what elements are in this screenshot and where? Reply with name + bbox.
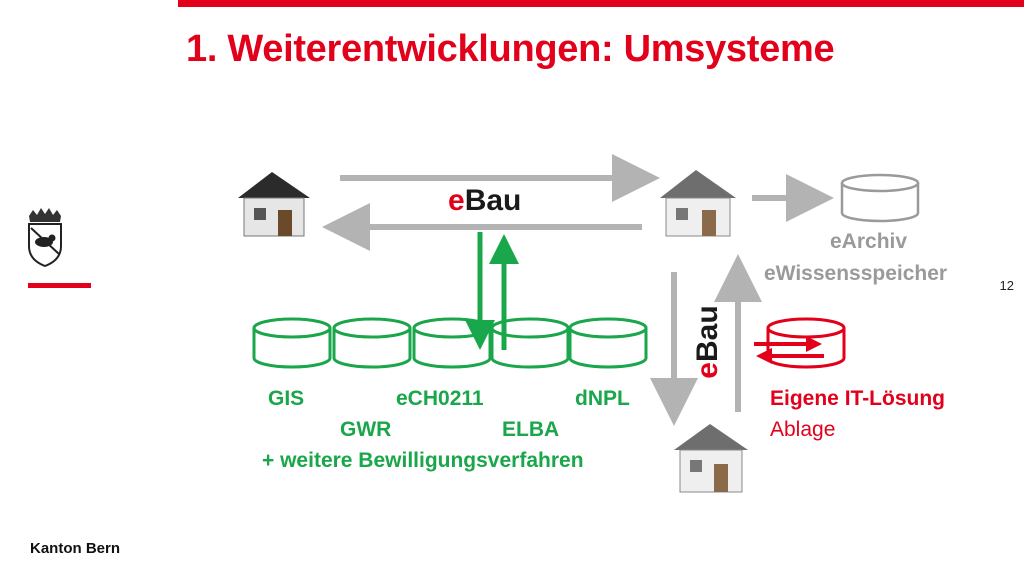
database-icon-row	[252, 317, 648, 369]
own-solution-title: Eigene IT-Lösung	[770, 387, 946, 410]
system-label-more: + weitere Bewilligungsverfahren	[262, 449, 584, 472]
ebau-logo-prefix: e	[448, 184, 465, 217]
top-accent-bar	[178, 0, 1024, 7]
slide-title: 1. Weiterentwicklungen: Umsysteme	[186, 28, 835, 70]
ebau-logo-rest: Bau	[464, 184, 522, 217]
database-icon-archive	[840, 173, 920, 223]
bern-coat-of-arms-icon	[28, 208, 62, 268]
knowledge-store-label: eWissensspeicher	[764, 262, 948, 285]
system-label-elba: ELBA	[502, 418, 560, 441]
ebau-logo-top: eBau	[448, 184, 521, 218]
page-number: 12	[999, 278, 1014, 293]
ebau-logo-side-rest: Bau	[691, 305, 724, 362]
accent-line	[28, 283, 91, 288]
house-icon-right	[660, 170, 736, 237]
house-icon-left	[238, 172, 310, 237]
ebau-logo-side-prefix: e	[691, 362, 724, 379]
own-solution-subtitle: Ablage	[770, 418, 836, 441]
system-label-ech0211: eCH0211	[396, 387, 484, 410]
system-label-gis: GIS	[268, 387, 305, 410]
archive-label: eArchiv	[830, 230, 908, 253]
ebau-logo-side: eBau	[691, 302, 725, 382]
database-icon-red	[754, 317, 846, 369]
footer-text: Kanton Bern	[30, 540, 120, 557]
system-label-dnpl: dNPL	[575, 387, 630, 410]
house-icon-bottom	[674, 424, 748, 493]
system-label-gwr: GWR	[340, 418, 392, 441]
